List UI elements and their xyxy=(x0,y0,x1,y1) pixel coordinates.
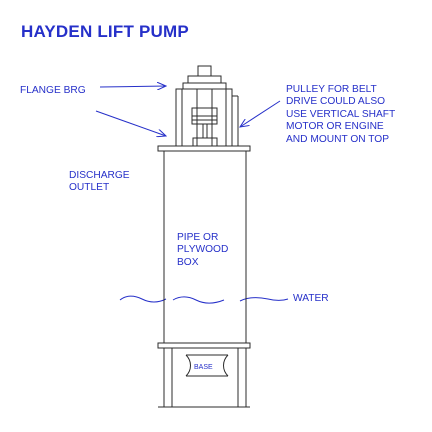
base-foot-right xyxy=(223,354,229,377)
head-base-plate xyxy=(157,145,251,152)
diagram-title: HAYDEN LIFT PUMP xyxy=(21,22,189,41)
pump-head-frame xyxy=(175,88,233,147)
label-flange-brg: FLANGE BRG xyxy=(20,85,86,96)
water-line xyxy=(119,295,289,304)
label-water: WATER xyxy=(293,293,329,304)
label-pulley-note: PULLEY FOR BELT DRIVE COULD ALSO USE VER… xyxy=(286,84,396,145)
top-plate xyxy=(187,75,222,84)
leader-lower-bearing xyxy=(95,110,166,136)
label-pipe-box: PIPE OR PLYWOOD BOX xyxy=(177,232,229,268)
label-discharge-outlet: DISCHARGE OUTLET xyxy=(69,170,130,194)
leader-pulley xyxy=(240,100,281,127)
leader-flange-brg xyxy=(99,86,166,87)
base-foot-left xyxy=(185,354,191,377)
lower-collar xyxy=(157,342,251,349)
top-flange xyxy=(182,82,227,90)
label-base: BASE xyxy=(194,364,213,371)
top-cap xyxy=(197,65,212,77)
